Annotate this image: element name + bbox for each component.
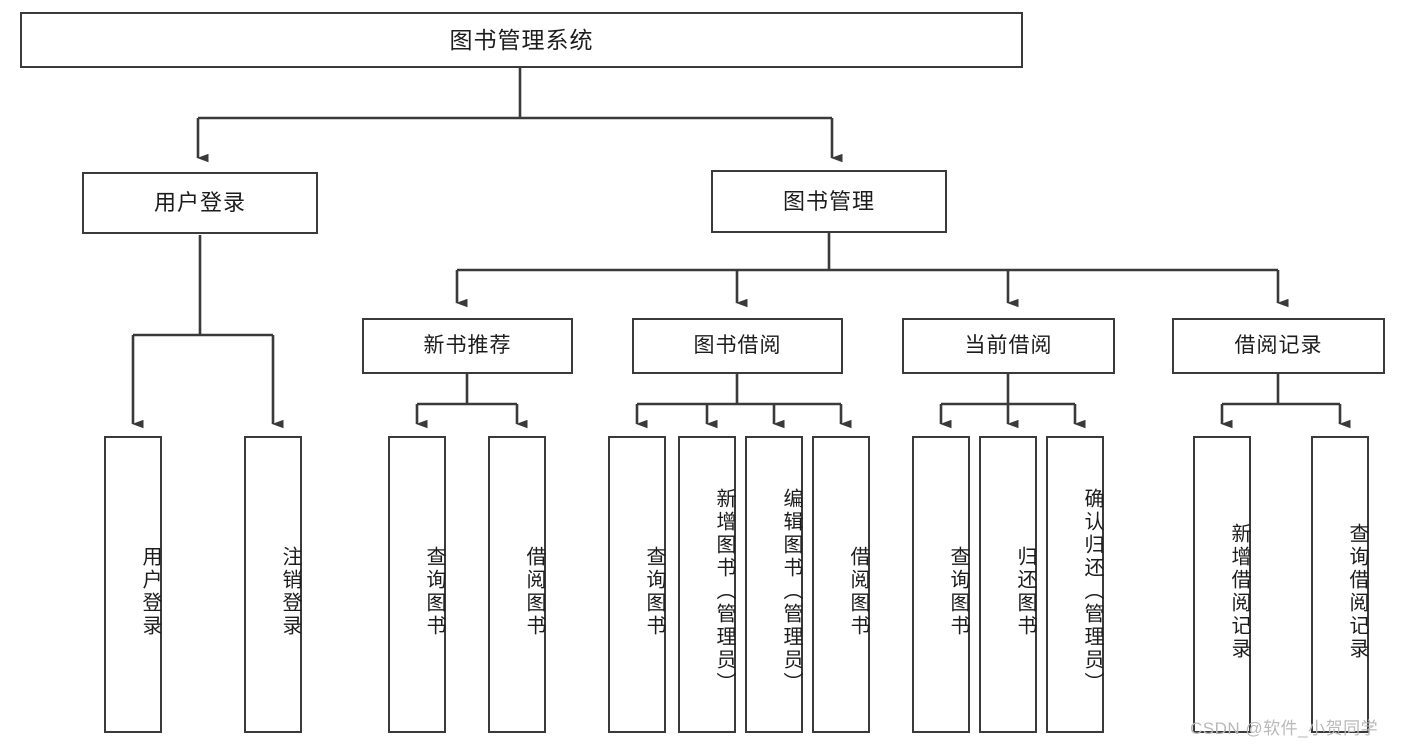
node-new-book-recommendation[interactable]: 新书推荐 — [362, 318, 573, 374]
node-root-system[interactable]: 图书管理系统 — [20, 12, 1023, 68]
leaf-user-login-login[interactable]: 用户登录 — [104, 436, 162, 733]
node-book-borrow[interactable]: 图书借阅 — [632, 318, 843, 374]
leaf-borrow-add-book-admin[interactable]: 新增图书（管理员） — [678, 436, 736, 733]
leaf-record-add-record[interactable]: 新增借阅记录 — [1193, 436, 1251, 733]
leaf-borrow-edit-book-admin[interactable]: 编辑图书（管理员） — [745, 436, 803, 733]
node-borrow-record[interactable]: 借阅记录 — [1172, 318, 1385, 374]
leaf-user-login-logout[interactable]: 注销登录 — [244, 436, 302, 733]
leaf-current-return-book[interactable]: 归还图书 — [979, 436, 1037, 733]
leaf-current-confirm-return-admin[interactable]: 确认归还（管理员） — [1046, 436, 1104, 733]
leaf-current-query-book[interactable]: 查询图书 — [912, 436, 970, 733]
leaf-record-query-record[interactable]: 查询借阅记录 — [1311, 436, 1369, 733]
node-user-login[interactable]: 用户登录 — [82, 172, 318, 234]
leaf-borrow-borrow-book[interactable]: 借阅图书 — [812, 436, 870, 733]
leaf-new-book-query[interactable]: 查询图书 — [388, 436, 446, 733]
node-current-borrow[interactable]: 当前借阅 — [902, 318, 1115, 374]
leaf-borrow-query-book[interactable]: 查询图书 — [608, 436, 666, 733]
node-book-management[interactable]: 图书管理 — [711, 170, 947, 233]
leaf-new-book-borrow[interactable]: 借阅图书 — [488, 436, 546, 733]
watermark-text: CSDN @软件_小贺同学 — [1190, 719, 1379, 738]
